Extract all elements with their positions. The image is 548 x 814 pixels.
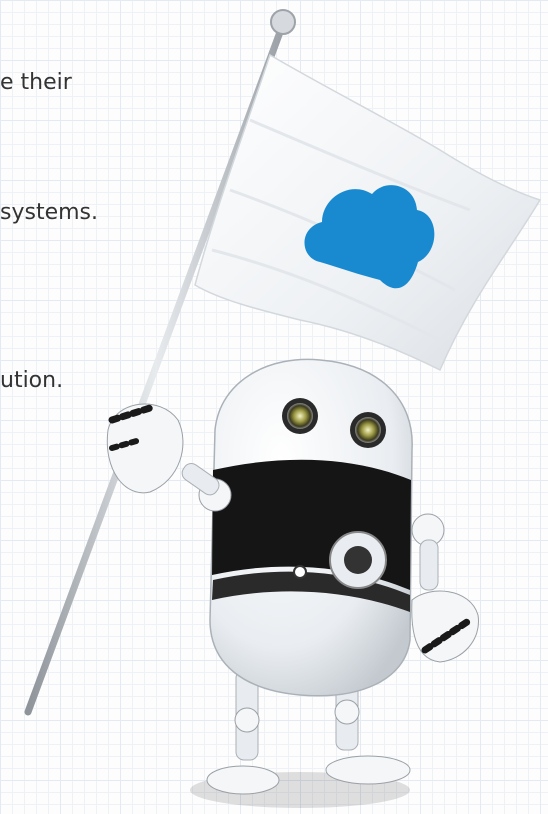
flag	[194, 53, 542, 372]
robot-right-eye	[350, 412, 386, 448]
pole-finial	[270, 9, 296, 35]
text-fragment: e their	[0, 70, 72, 95]
robot-left-hand	[106, 403, 184, 494]
cloud-icon	[304, 185, 435, 289]
robot-right-hand	[411, 590, 479, 663]
robot-right-foot	[325, 755, 411, 785]
robot-left-eye	[282, 398, 318, 434]
flag-pole	[24, 9, 296, 716]
text-fragment: systems.	[0, 200, 98, 225]
robot-left-foot	[206, 765, 280, 795]
text-fragment: ution.	[0, 368, 64, 393]
robot	[106, 358, 479, 795]
